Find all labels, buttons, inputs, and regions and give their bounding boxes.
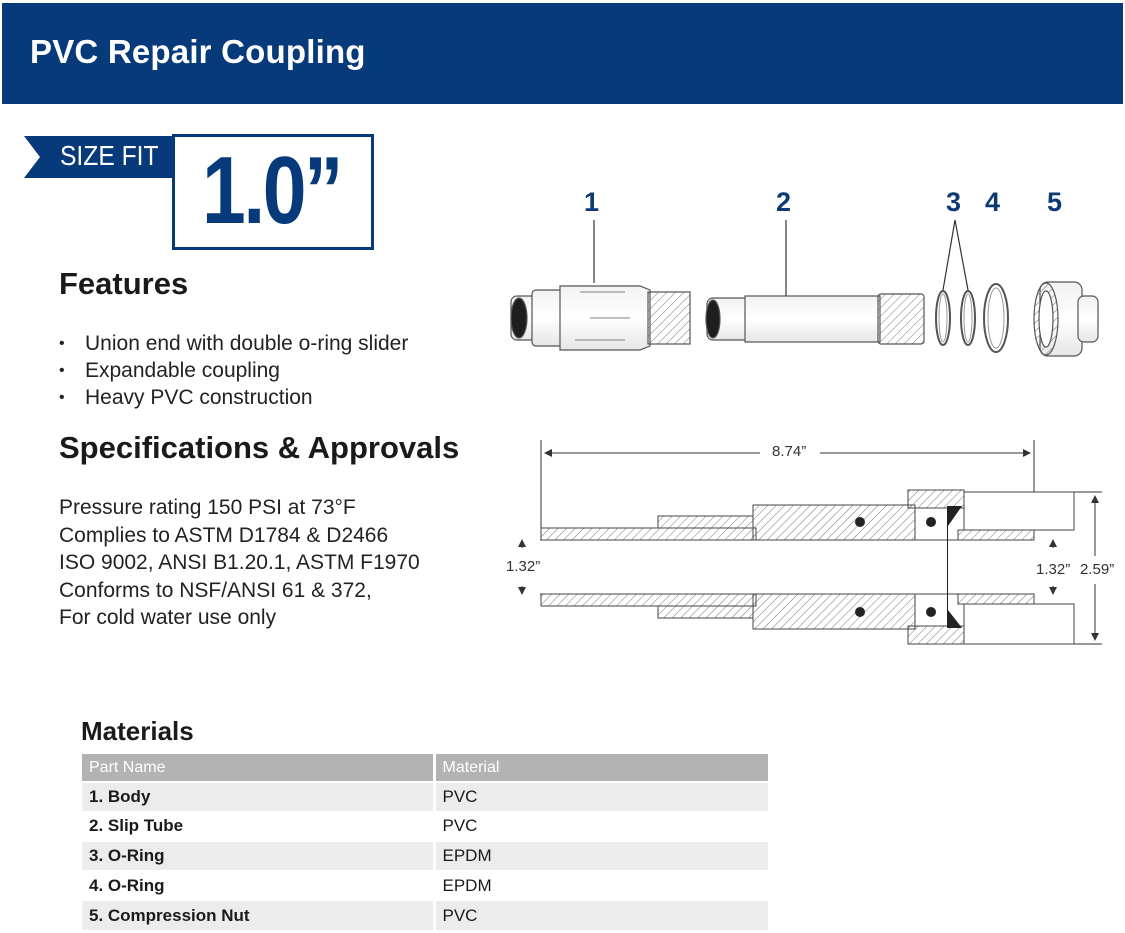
header-band bbox=[2, 3, 1123, 104]
callout-4: 4 bbox=[985, 187, 1001, 217]
column-header-part-name: Part Name bbox=[82, 754, 434, 782]
ribbon-shape bbox=[24, 136, 184, 178]
left-diameter-label: 1.32” bbox=[506, 558, 541, 575]
cross-section-drawing bbox=[518, 440, 1102, 645]
spec-line: Complies to ASTM D1784 & D2466 bbox=[59, 523, 389, 547]
table-row: 2. Slip Tube PVC bbox=[82, 810, 768, 842]
part-name-cell: 4. O-Ring bbox=[82, 869, 434, 901]
part-name-cell: 5. Compression Nut bbox=[82, 899, 434, 930]
material-cell: PVC bbox=[432, 810, 768, 842]
part-name-cell: 2. Slip Tube bbox=[82, 810, 434, 842]
page-title: PVC Repair Coupling bbox=[30, 33, 366, 70]
materials-heading: Materials bbox=[81, 716, 194, 746]
table-row: 1. Body PVC bbox=[82, 781, 768, 812]
size-fit-box: 1.0” bbox=[172, 134, 374, 250]
size-fit-label: SIZE FIT bbox=[60, 140, 159, 171]
part-o-ring-illustration bbox=[983, 283, 1009, 353]
materials-table: Part Name Material 1. Body PVC 2. Slip T… bbox=[82, 754, 768, 930]
part-o-rings-illustration bbox=[935, 290, 976, 346]
spec-line: Conforms to NSF/ANSI 61 & 372, bbox=[59, 578, 372, 602]
features-heading: Features bbox=[59, 266, 189, 301]
specifications-heading: Specifications & Approvals bbox=[59, 430, 460, 465]
outer-diameter-label: 2.59” bbox=[1078, 561, 1117, 578]
material-cell: PVC bbox=[432, 899, 768, 930]
right-inner-diameter-label: 1.32” bbox=[1036, 561, 1071, 578]
features-list: Union end with double o-ring slider Expa… bbox=[59, 330, 408, 411]
feature-item: Union end with double o-ring slider bbox=[59, 330, 408, 357]
callout-2: 2 bbox=[776, 187, 792, 217]
table-row: 4. O-Ring EPDM bbox=[82, 869, 768, 901]
table-row: 3. O-Ring EPDM bbox=[82, 840, 768, 871]
material-cell: PVC bbox=[432, 781, 768, 812]
spec-line: Pressure rating 150 PSI at 73°F bbox=[59, 496, 356, 519]
specifications-text: Pressure rating 150 PSI at 73°F Complies… bbox=[59, 494, 420, 632]
callout-leaders bbox=[593, 219, 969, 298]
callout-3: 3 bbox=[946, 187, 962, 217]
part-body-illustration bbox=[510, 285, 691, 351]
part-name-cell: 1. Body bbox=[82, 781, 434, 812]
table-header-row: Part Name Material bbox=[82, 754, 768, 782]
spec-line: For cold water use only bbox=[59, 606, 277, 629]
size-fit-ribbon: SIZE FIT bbox=[24, 136, 184, 178]
callout-1: 1 bbox=[584, 187, 600, 217]
callout-5: 5 bbox=[1047, 187, 1063, 217]
feature-item: Heavy PVC construction bbox=[59, 384, 408, 411]
feature-item: Expandable coupling bbox=[59, 357, 408, 384]
spec-line: ISO 9002, ANSI B1.20.1, ASTM F1970 bbox=[59, 551, 420, 574]
material-cell: EPDM bbox=[432, 840, 768, 871]
part-name-cell: 3. O-Ring bbox=[82, 840, 434, 871]
overall-length-label: 8.74” bbox=[772, 443, 807, 460]
part-slip-tube-illustration bbox=[705, 293, 925, 345]
part-compression-nut-illustration bbox=[1033, 281, 1099, 357]
table-row: 5. Compression Nut PVC bbox=[82, 899, 768, 930]
column-header-material: Material bbox=[432, 754, 768, 782]
material-cell: EPDM bbox=[432, 869, 768, 901]
size-fit-value: 1.0” bbox=[202, 137, 343, 244]
